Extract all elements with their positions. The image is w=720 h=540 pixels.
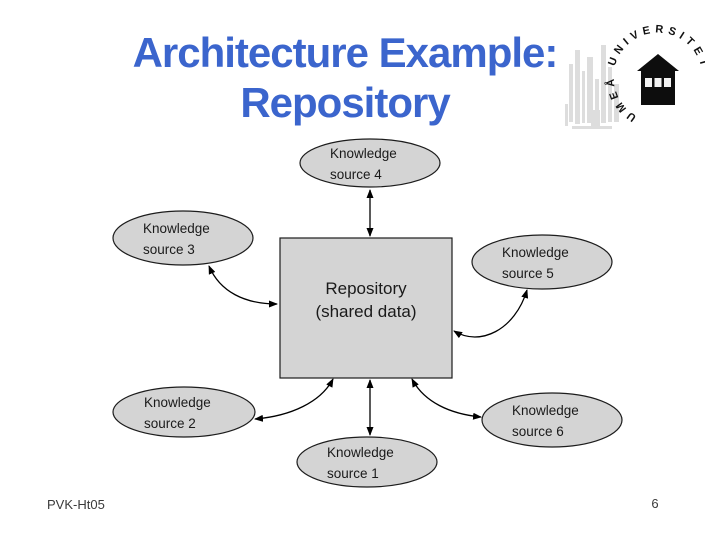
university-logo: UMEÅ UNIVERSITET · bbox=[565, 23, 705, 129]
slide-title: Architecture Example: Repository bbox=[0, 28, 690, 128]
node-ks5-label-line2: source 5 bbox=[502, 266, 554, 281]
node-ks6-ellipse bbox=[481, 392, 623, 448]
footer-course-label: PVK-Ht05 bbox=[47, 497, 105, 512]
page-number: 6 bbox=[651, 496, 659, 511]
node-ks3-label-line2: source 3 bbox=[143, 242, 195, 257]
node-ks6-label-line2: source 6 bbox=[512, 424, 564, 439]
node-ks4-ellipse bbox=[299, 138, 441, 188]
connector-ks2-repository bbox=[254, 378, 334, 422]
repository-label-line1: Repository bbox=[325, 279, 407, 298]
node-ks4-label-line2: source 4 bbox=[330, 167, 382, 182]
repository-box bbox=[279, 237, 453, 379]
node-ks1-ellipse bbox=[296, 436, 438, 488]
connector-ks3-repository bbox=[208, 265, 278, 308]
node-ks1-label-line1: Knowledge bbox=[327, 445, 394, 460]
title-line-2: Repository bbox=[240, 79, 450, 126]
connector-ks5-repository bbox=[453, 289, 529, 339]
node-ks4-label-line1: Knowledge bbox=[330, 146, 397, 161]
university-seal-house-icon bbox=[637, 54, 679, 105]
reindeer-emblems bbox=[645, 78, 671, 87]
node-ks5-ellipse bbox=[471, 234, 613, 290]
node-ks3-label-line1: Knowledge bbox=[143, 221, 210, 236]
node-ks2-label-line1: Knowledge bbox=[144, 395, 211, 410]
city-skyline-watermark bbox=[565, 45, 619, 129]
node-ks2-label-line2: source 2 bbox=[144, 416, 196, 431]
node-ks1-label-line2: source 1 bbox=[327, 466, 379, 481]
connector-ks6-repository bbox=[411, 378, 482, 420]
title-line-1: Architecture Example: bbox=[132, 29, 559, 76]
repository-label-line2: (shared data) bbox=[315, 302, 416, 321]
node-ks3-ellipse bbox=[112, 210, 254, 266]
node-ks5-label-line1: Knowledge bbox=[502, 245, 569, 260]
node-ks6-label-line1: Knowledge bbox=[512, 403, 579, 418]
